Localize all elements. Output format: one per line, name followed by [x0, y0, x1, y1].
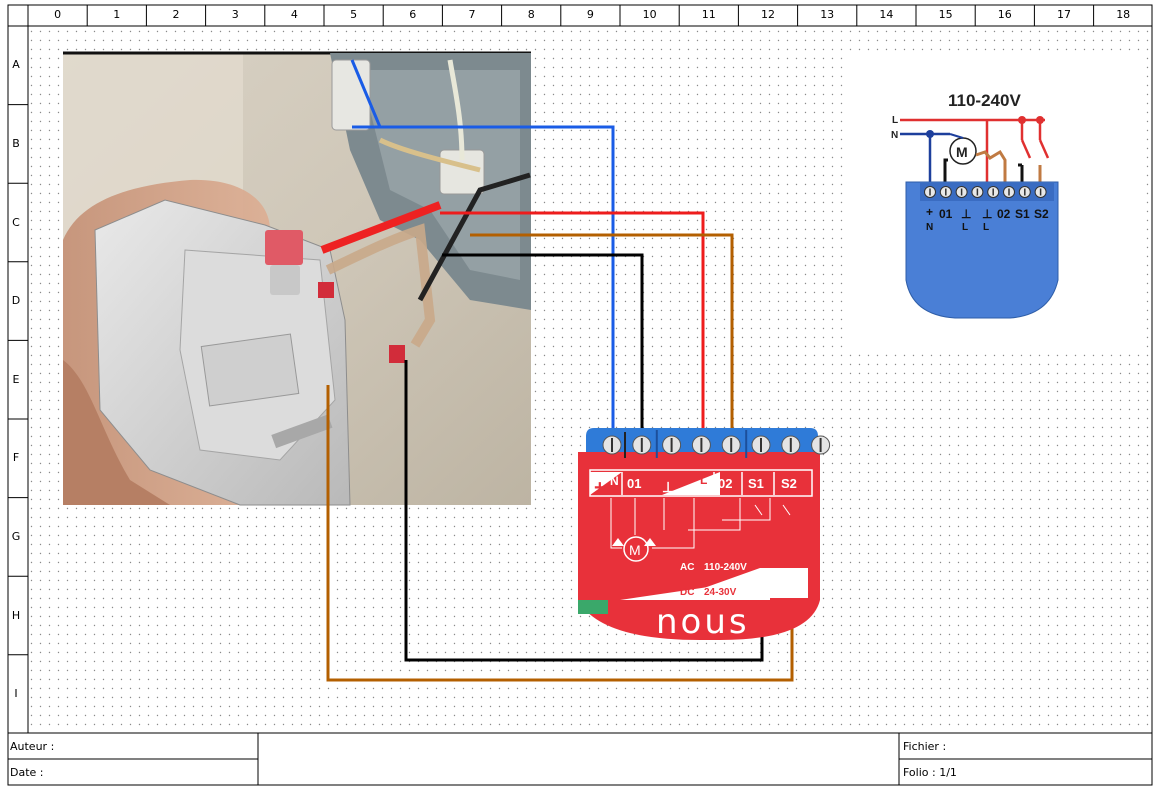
module-terminal-screws — [602, 430, 831, 458]
schematic-line-l: L — [892, 115, 898, 126]
module-ac-value: 110-240V — [704, 562, 747, 573]
schem-top-1: 01 — [939, 207, 953, 221]
schem-bottom-2: L — [962, 222, 968, 233]
column-label: 5 — [350, 8, 358, 21]
nous-logo: nous — [656, 602, 750, 642]
module-terminal-01: 01 — [627, 476, 641, 491]
author-label: Auteur : — [10, 740, 55, 753]
row-label: F — [12, 451, 20, 465]
column-label: 16 — [997, 8, 1012, 21]
column-label: 1 — [113, 8, 121, 21]
column-label: 8 — [527, 8, 535, 21]
module-terminal-02: 02 — [718, 476, 732, 491]
schematic-line-n: N — [891, 130, 898, 141]
module-terminal-n: N — [610, 474, 619, 488]
schem-top-0: + — [926, 205, 933, 219]
module-terminal-s2: S2 — [781, 476, 797, 491]
column-label: 10 — [642, 8, 657, 21]
column-label: 11 — [701, 8, 716, 21]
column-ruler — [86, 5, 1095, 26]
schematic-voltage-title: 110-240V — [948, 91, 1021, 110]
row-ruler — [8, 104, 28, 656]
folio-label: Folio : 1/1 — [903, 766, 957, 779]
row-label: G — [11, 529, 21, 543]
schematic-motor-label: M — [956, 144, 968, 160]
file-label: Fichier : — [903, 740, 947, 753]
row-label: A — [12, 58, 20, 72]
reference-schematic: 110-240V L N M + 01 ⊥ ⊥ 02 S1 S2 N L L — [843, 55, 1140, 353]
column-label: 14 — [879, 8, 894, 21]
module-ac-label: AC — [680, 562, 694, 573]
column-label: 7 — [468, 8, 476, 21]
schem-top-4: 02 — [997, 207, 1011, 221]
row-label: D — [11, 294, 21, 308]
nous-module: + N 01 ⊥ L 02 S1 S2 M AC 110-240V DC 24-… — [578, 428, 831, 642]
switch-photo — [63, 51, 531, 506]
schem-top-6: S2 — [1034, 207, 1049, 221]
column-label: 4 — [290, 8, 298, 21]
column-label: 2 — [172, 8, 180, 21]
row-label: B — [12, 136, 20, 150]
column-label: 6 — [409, 8, 417, 21]
row-label: C — [12, 215, 20, 229]
cartouche — [8, 732, 1152, 785]
module-plus: + — [594, 477, 606, 499]
column-label: 17 — [1056, 8, 1071, 21]
schematic-terminal-screws — [924, 186, 1047, 198]
wire-red — [440, 211, 705, 440]
module-terminal-s1: S1 — [748, 476, 764, 491]
column-label: 0 — [54, 8, 62, 21]
column-label: 15 — [938, 8, 953, 21]
module-terminal-l: L — [700, 473, 707, 487]
module-terminal-ground: ⊥ — [662, 479, 674, 495]
date-label: Date : — [10, 766, 44, 779]
schem-top-2: ⊥ — [961, 207, 971, 221]
wire-blue — [350, 59, 615, 440]
sheet-frame — [7, 4, 1153, 786]
schem-top-3: ⊥ — [982, 207, 992, 221]
row-label: E — [12, 372, 20, 386]
schem-bottom-3: L — [983, 222, 989, 233]
module-dc-label: DC — [680, 587, 694, 598]
schem-top-5: S1 — [1015, 207, 1030, 221]
row-label: H — [11, 608, 21, 622]
column-label: 9 — [586, 8, 594, 21]
column-label: 12 — [760, 8, 775, 21]
module-dc-value: 24-30V — [704, 587, 737, 598]
column-label: 13 — [820, 8, 835, 21]
column-label: 3 — [231, 8, 239, 21]
schem-bottom-0: N — [926, 222, 933, 233]
column-label: 18 — [1116, 8, 1131, 21]
row-label: I — [14, 687, 18, 701]
module-motor-label: M — [629, 542, 641, 558]
